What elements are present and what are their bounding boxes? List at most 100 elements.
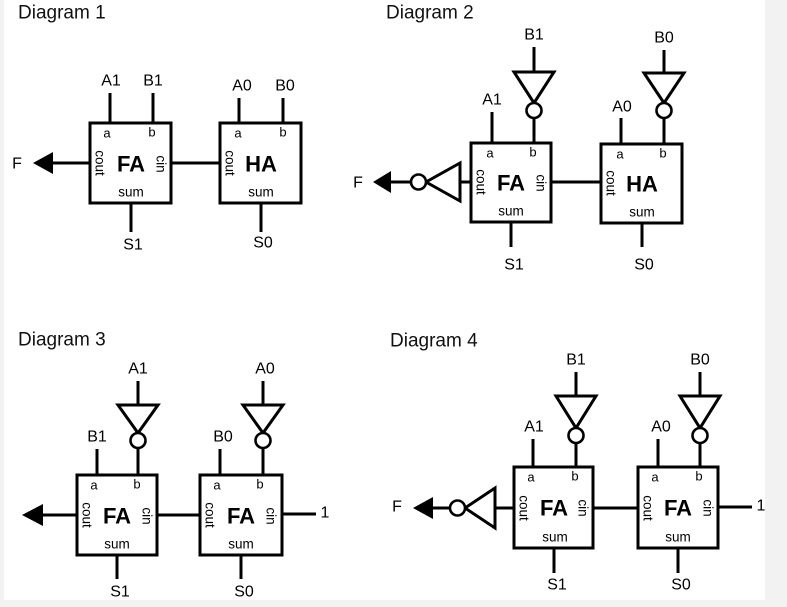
fa0-pin-cout: cout	[641, 495, 656, 521]
fa-pin-sum: sum	[498, 204, 524, 219]
left-margin	[0, 0, 4, 607]
fa-pin-cout: cout	[474, 169, 489, 195]
fa0-pin-cout: cout	[203, 502, 218, 528]
fa1-pin-a: a	[527, 470, 535, 485]
not-gate-icon	[240, 403, 286, 436]
fa0-pin-b: b	[695, 469, 702, 484]
input-label-b0: B0	[213, 429, 233, 446]
fa0-pin-b: b	[256, 477, 263, 492]
input-label-b0: B0	[275, 78, 295, 95]
diagram-4-title: Diagram 4	[390, 331, 478, 352]
output-label-s0: S0	[253, 235, 273, 252]
output-label-f: F	[353, 175, 363, 192]
fa0-pin-sum: sum	[228, 537, 254, 552]
output-label-s1: S1	[123, 237, 143, 254]
fa-pin-b: b	[529, 145, 536, 160]
ha-pin-sum: sum	[248, 185, 274, 200]
diagram-1-title: Diagram 1	[18, 3, 106, 24]
ha-box	[218, 121, 303, 205]
output-label-s1: S1	[110, 584, 130, 601]
fa0-pin-a: a	[651, 470, 659, 485]
fa-box	[469, 141, 553, 224]
not-bubble-icon	[409, 173, 428, 191]
fa1-label: FA	[540, 496, 568, 521]
fa0-pin-cin: cin	[264, 507, 279, 524]
input-label-b1: B1	[87, 429, 107, 446]
fa1-pin-sum: sum	[542, 530, 568, 545]
fa0-label: FA	[664, 496, 692, 521]
input-label-a0: A0	[255, 361, 275, 378]
input-label-a1: A1	[524, 419, 544, 436]
fa0-pin-sum: sum	[665, 530, 691, 545]
input-label-a0: A0	[232, 78, 252, 95]
diagram-3: Diagram 3 A1 B1 A0 B0 a b cout FA cin su…	[18, 330, 330, 601]
not-bubble-icon	[567, 426, 585, 445]
input-label-a0: A0	[651, 419, 671, 436]
fa0-box	[636, 465, 720, 550]
bottom-margin	[0, 600, 787, 607]
output-label-s0: S0	[634, 257, 654, 274]
fa1-pin-cin: cin	[576, 499, 591, 516]
output-label-s0: S0	[234, 584, 254, 601]
fa-pin-a: a	[486, 146, 494, 161]
input-label-b1: B1	[566, 352, 586, 369]
input-label-a1: A1	[482, 92, 502, 109]
output-label-s0: S0	[671, 577, 691, 594]
not-bubble-icon	[129, 431, 147, 450]
fa1-pin-a: a	[90, 478, 98, 493]
diagram-3-title: Diagram 3	[18, 330, 106, 351]
output-label-f: F	[12, 156, 22, 173]
ha-pin-sum: sum	[629, 205, 655, 220]
diagram-4: Diagram 4 B1 A1 B0 A0 F a b cout FA cin …	[390, 331, 766, 594]
ha-pin-b: b	[659, 146, 666, 161]
input-label-a1: A1	[128, 361, 148, 378]
input-label-b1: B1	[143, 73, 163, 90]
diagram-2-title: Diagram 2	[386, 3, 474, 24]
ha-pin-cout: cout	[223, 150, 238, 176]
ha-label: HA	[626, 172, 658, 197]
fa-pin-cin: cin	[534, 174, 549, 191]
cin-const-label: 1	[321, 505, 330, 522]
not-bubble-icon	[525, 101, 543, 120]
input-label-a0: A0	[612, 99, 632, 116]
fa-pin-a: a	[103, 126, 111, 141]
fa1-pin-b: b	[571, 469, 578, 484]
fa1-pin-cout: cout	[80, 502, 95, 528]
arrowhead-icon	[413, 497, 433, 519]
fa-pin-sum: sum	[118, 185, 144, 200]
ha-label: HA	[245, 152, 277, 177]
fa0-pin-a: a	[213, 478, 221, 493]
fa-label: FA	[117, 152, 145, 177]
input-label-b1: B1	[524, 27, 544, 44]
not-bubble-icon	[655, 101, 673, 120]
not-gate-icon	[511, 70, 557, 106]
input-label-a1: A1	[101, 73, 121, 90]
ha-pin-cout: cout	[604, 170, 619, 196]
ha-pin-a: a	[234, 126, 242, 141]
ha-box	[599, 142, 684, 225]
diagram-1: Diagram 1 A1 B1 A0 B0 F a b cout FA cin …	[12, 3, 303, 254]
fa-pin-cin: cin	[154, 155, 169, 172]
input-label-b0: B0	[654, 30, 674, 47]
right-margin	[765, 0, 787, 607]
fa1-pin-b: b	[133, 477, 140, 492]
not-gate-icon	[422, 160, 462, 204]
fa1-pin-sum: sum	[104, 537, 130, 552]
not-bubble-icon	[691, 426, 709, 445]
fa1-label: FA	[103, 504, 131, 529]
fa-pin-cout: cout	[93, 150, 108, 176]
not-gate-icon	[677, 394, 723, 431]
fa1-pin-cout: cout	[517, 495, 532, 521]
fa0-label: FA	[227, 504, 255, 529]
cin-const-label: 1	[757, 498, 766, 515]
fa-pin-b: b	[148, 125, 155, 140]
ha-pin-a: a	[616, 147, 624, 162]
arrowhead-icon	[22, 504, 43, 526]
not-bubble-icon	[448, 499, 467, 517]
arrowhead-icon	[373, 171, 391, 193]
fa1-box	[75, 473, 159, 557]
not-bubble-icon	[254, 431, 272, 450]
fa1-box	[512, 465, 595, 550]
arrowhead-icon	[33, 152, 53, 174]
